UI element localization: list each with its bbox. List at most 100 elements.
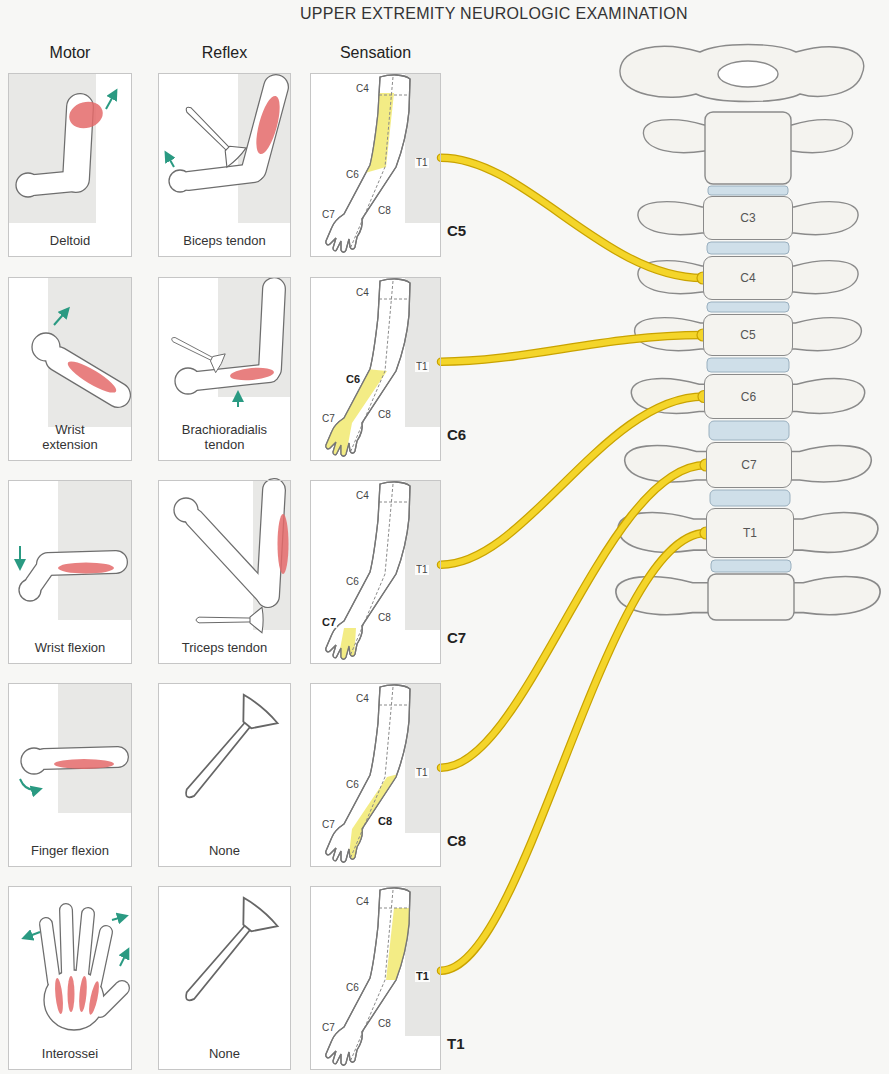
interossei-figure bbox=[112, 916, 126, 920]
wrist-flexion-figure bbox=[58, 480, 132, 620]
panel-ground bbox=[8, 73, 132, 257]
dermatome-arm bbox=[326, 75, 410, 252]
dermatome-arm bbox=[405, 277, 441, 427]
deltoid-figure bbox=[66, 98, 106, 132]
dermatome-arm bbox=[326, 886, 441, 1065]
root-label: C7 bbox=[447, 629, 466, 646]
panel-ground bbox=[310, 277, 441, 461]
test-caption: Wrist flexion bbox=[35, 640, 106, 656]
nerve-root-line bbox=[441, 335, 703, 362]
triceps-reflex-figure bbox=[196, 607, 263, 633]
wrist-extension-figure bbox=[32, 277, 132, 427]
vertebra-body: C5 bbox=[703, 314, 793, 356]
root-label: T1 bbox=[447, 1035, 465, 1052]
deltoid-figure bbox=[8, 73, 116, 223]
brachioradialis-reflex-figure bbox=[230, 366, 275, 382]
panel-ground bbox=[310, 683, 441, 867]
dermatome-arm bbox=[405, 73, 441, 223]
triceps-reflex-figure bbox=[268, 490, 274, 596]
wrist-extension-figure bbox=[54, 309, 68, 325]
test-caption: Finger flexion bbox=[31, 843, 109, 859]
test-caption: Brachioradialis tendon bbox=[171, 422, 279, 453]
finger-flexion-figure bbox=[20, 683, 132, 813]
test-caption: Interossei bbox=[42, 1046, 98, 1062]
brachioradialis-reflex-figure bbox=[237, 393, 239, 407]
vertebra-label: C3 bbox=[740, 211, 755, 225]
dermatome-arm bbox=[350, 484, 410, 656]
dermatome-arm bbox=[326, 482, 410, 659]
vertebra-label: C4 bbox=[740, 271, 755, 285]
dermatome-arm bbox=[326, 482, 410, 659]
triceps-reflex-figure bbox=[194, 518, 268, 598]
interossei-figure bbox=[68, 976, 75, 1012]
vertebra-label: C7 bbox=[741, 458, 756, 472]
dermatome-arm bbox=[350, 281, 410, 453]
wrist-extension-figure bbox=[64, 357, 119, 398]
vertebra-body: C6 bbox=[704, 374, 793, 419]
panel-ground bbox=[8, 480, 132, 664]
dermatome-label: C4 bbox=[355, 491, 370, 501]
dermatome-arm bbox=[326, 73, 441, 252]
dermatome-label: T1 bbox=[415, 565, 429, 575]
cervical-spine bbox=[707, 302, 789, 312]
cervical-spine bbox=[709, 421, 789, 440]
motor-test-panel: Finger flexion bbox=[8, 683, 132, 867]
test-caption: None bbox=[209, 1046, 240, 1062]
dermatome-arm bbox=[326, 480, 441, 660]
dermatome-panel: C4T1C6C7C8C6 bbox=[310, 277, 441, 461]
column-header: Reflex bbox=[158, 44, 291, 62]
dermatome-panel: C4T1C6C7C8C7 bbox=[310, 480, 441, 664]
panel-ground bbox=[8, 683, 132, 867]
reflex-test-panel: Triceps tendon bbox=[158, 480, 291, 664]
panel-ground bbox=[310, 73, 441, 257]
interossei-figure bbox=[24, 932, 40, 938]
brachioradialis-reflex-figure bbox=[270, 289, 274, 369]
motor-test-panel: Deltoid bbox=[8, 73, 132, 257]
panel-ground bbox=[158, 683, 291, 867]
test-caption: None bbox=[209, 843, 240, 859]
dermatome-label: C7 bbox=[321, 414, 336, 424]
wrist-flexion-figure bbox=[58, 563, 114, 574]
dermatome-label: C6 bbox=[345, 170, 360, 180]
reflex-hammer bbox=[170, 693, 279, 811]
finger-flexion-figure bbox=[44, 757, 118, 759]
dermatome-arm bbox=[365, 93, 394, 173]
panel-ground bbox=[8, 73, 441, 1070]
interossei-figure bbox=[78, 976, 88, 1012]
wrist-flexion-figure bbox=[19, 546, 21, 568]
nerve-root-line bbox=[441, 465, 706, 768]
triceps-reflex-figure bbox=[253, 480, 291, 630]
reflex-hammer bbox=[170, 896, 279, 1014]
dermatome-arm bbox=[350, 687, 410, 859]
cervical-spine bbox=[718, 61, 778, 87]
dermatome-label: C6 bbox=[345, 983, 360, 993]
dermatome-label: T1 bbox=[415, 971, 430, 982]
nerve-root-line bbox=[441, 465, 706, 768]
finger-flexion-figure bbox=[20, 779, 40, 790]
dermatome-label: C4 bbox=[355, 84, 370, 94]
motor-test-panel: Wrist flexion bbox=[8, 480, 132, 664]
triceps-reflex-figure bbox=[278, 514, 289, 574]
panel-ground bbox=[158, 480, 291, 664]
dermatome-arm bbox=[326, 685, 410, 862]
nerve-root-line bbox=[441, 335, 703, 362]
test-caption: Deltoid bbox=[50, 233, 90, 249]
dermatome-panel: C4T1C6C7C8T1 bbox=[310, 886, 441, 1070]
reflex-test-panel: Biceps tendon bbox=[158, 73, 291, 257]
wrist-extension-figure bbox=[48, 277, 132, 427]
dermatome-label: C7 bbox=[321, 1023, 336, 1033]
dermatome-arm bbox=[326, 685, 410, 862]
biceps-reflex-figure bbox=[188, 173, 254, 181]
reflex-hammer bbox=[170, 896, 279, 1014]
dermatome-label: T1 bbox=[415, 158, 429, 168]
dermatome-label: C7 bbox=[321, 617, 337, 628]
root-label: C6 bbox=[447, 426, 466, 443]
interossei-figure bbox=[100, 988, 122, 1010]
panel-ground bbox=[158, 73, 291, 257]
reflex-hammer bbox=[170, 693, 279, 811]
nerve-root-line bbox=[441, 158, 709, 284]
wrist-flexion-figure bbox=[34, 564, 48, 584]
dermatome-arm bbox=[320, 277, 441, 456]
dermatome-label: T1 bbox=[415, 768, 429, 778]
